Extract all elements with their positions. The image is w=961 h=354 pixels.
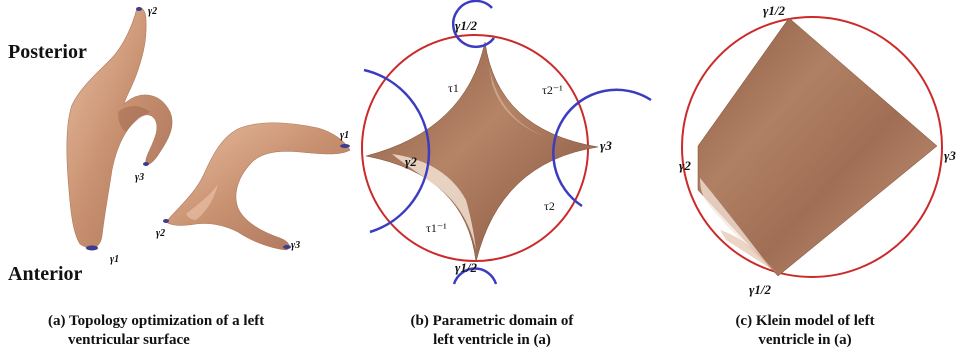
klein-highlight-2 [720,230,776,272]
caption-a-line2: ventricular surface [68,332,190,348]
fundamental-domain [365,41,599,263]
gamma1-cap-curved [340,144,350,148]
geodesic-arc-right [552,88,652,208]
tau1-label: τ1 [448,81,459,95]
geodesic-arc-top-2 [456,0,493,11]
gamma-half-label-top: γ1/2 [455,18,478,33]
klein-boundary-circle [681,16,943,278]
caption-b-line1: (b) Parametric domain of [410,313,574,329]
caption-a-line1: (a) Topology optimization of a left [48,313,265,329]
panel-c: γ1/2 γ1/2 γ2 γ3 [679,3,956,297]
gamma-half-label-klein-bottom: γ1/2 [749,282,772,297]
caption-c-line1: (c) Klein model of left [735,313,875,329]
panel-a: Posterior Anterior γ2 γ3 γ1 γ1 γ2 γ3 [8,6,351,285]
geodesic-arc-left [363,68,431,234]
surface-tall-shade [118,106,150,132]
caption-b: (b) Parametric domain of left ventricle … [402,312,582,350]
panel-b: γ1/2 γ1/2 γ2 γ3 τ1 τ2⁻¹ τ1⁻¹ τ2 [361,0,652,285]
gamma2-label-curved: γ2 [156,228,165,239]
gamma3-cap-curved [283,245,291,249]
tau2-label: τ2 [544,199,555,213]
gamma3-label-domain: γ3 [600,138,612,153]
surface-curved-shade [186,184,218,220]
gamma2-label-tall: γ2 [148,6,157,17]
gamma1-cap-tall [86,245,98,251]
domain-highlight-2 [488,60,548,138]
gamma-half-label-klein-top: γ1/2 [763,3,786,18]
caption-c-line2: ventricle in (a) [758,332,852,348]
gamma3-label-klein: γ3 [944,148,956,163]
gamma3-label-tall: γ3 [135,172,144,183]
domain-highlight [392,154,476,250]
gamma2-cap-curved [163,219,169,223]
gamma3-cap-tall [143,162,149,166]
tau1-inverse-label: τ1⁻¹ [426,221,447,235]
gamma-half-label-bottom: γ1/2 [455,260,478,275]
caption-c: (c) Klein model of left ventricle in (a) [720,312,890,350]
tau2-inverse-label: τ2⁻¹ [542,83,563,97]
gamma2-label-klein: γ2 [679,158,691,173]
gamma3-label-curved: γ3 [291,240,300,251]
geodesic-arc-top [451,9,495,48]
geodesic-arc-bottom [452,267,498,285]
gamma2-cap-tall [136,7,142,11]
anterior-label: Anterior [8,263,83,285]
caption-a: (a) Topology optimization of a left vent… [48,312,264,350]
gamma2-label-domain: γ2 [405,154,417,169]
gamma1-label-curved: γ1 [340,130,349,141]
posterior-label: Posterior [8,41,87,63]
gamma1-label-tall: γ1 [110,254,119,265]
ventricle-surface-curved [165,122,351,251]
caption-b-line2: left ventricle in (a) [433,332,551,348]
klein-highlight [700,178,772,270]
